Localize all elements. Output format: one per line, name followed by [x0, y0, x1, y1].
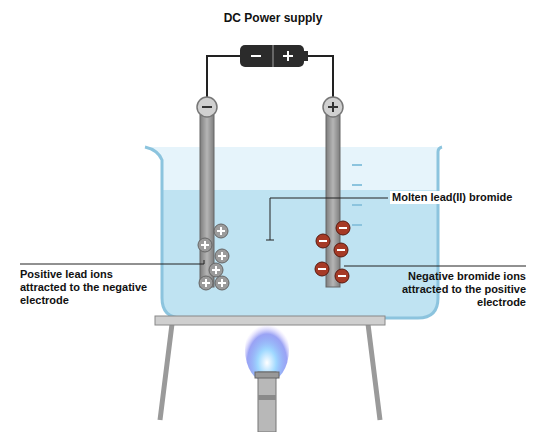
charge-sign	[220, 227, 222, 235]
beaker	[145, 147, 442, 318]
bromide-ion	[335, 269, 349, 283]
bromide-ion	[315, 262, 329, 276]
wire	[207, 56, 242, 97]
bromide-ion	[334, 243, 348, 257]
bunsen-burner	[255, 372, 279, 432]
bromide-ions	[315, 221, 350, 283]
beaker-outline	[145, 147, 442, 318]
substance-label: Molten lead(II) bromide	[390, 191, 542, 204]
charge-sign	[204, 241, 206, 249]
charge-sign	[318, 268, 326, 270]
charge-sign	[338, 275, 346, 277]
lead-ion	[215, 249, 229, 263]
battery-symbol	[240, 45, 308, 67]
flame	[245, 318, 289, 382]
wire	[304, 56, 333, 97]
positive-electrode	[326, 115, 340, 287]
lead-ions	[198, 224, 229, 290]
lead-ion	[199, 276, 213, 290]
charge-sign	[221, 252, 223, 260]
graduation-marks	[352, 165, 362, 225]
lead-ion	[215, 276, 229, 290]
negative-electrode	[200, 115, 214, 287]
charge-sign	[215, 266, 217, 274]
charge-sign	[221, 279, 223, 287]
lead-ion	[214, 224, 228, 238]
charge-sign	[205, 279, 207, 287]
charge-sign	[339, 227, 347, 229]
bromide-ion	[316, 234, 330, 248]
callout-label: Positive lead ions attracted to the nega…	[20, 268, 152, 307]
charge-sign	[337, 249, 345, 251]
leader-lines	[20, 198, 526, 266]
callout-label: Negative bromide ions attracted to the p…	[366, 270, 526, 309]
title-label: DC Power supply	[173, 12, 373, 25]
electrode-terminal	[323, 97, 343, 117]
lead-ion	[198, 238, 212, 252]
charge-sign	[319, 240, 327, 242]
lead-ion	[209, 263, 223, 277]
electrode-terminal	[197, 97, 217, 117]
bromide-ion	[336, 221, 350, 235]
